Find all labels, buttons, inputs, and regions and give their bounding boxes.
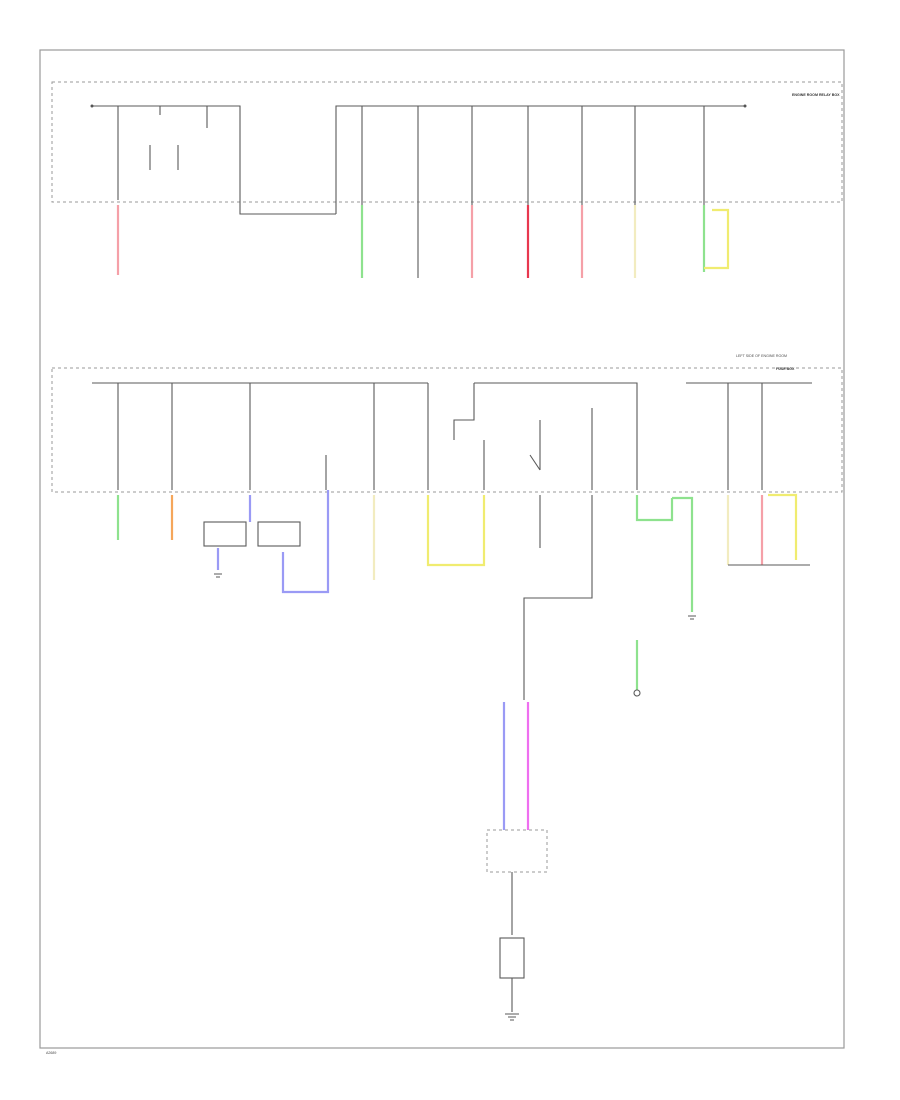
wire-blue	[281, 490, 330, 594]
page-code: A2689	[46, 1051, 56, 1055]
junction-dot	[90, 104, 94, 108]
ground-symbol	[505, 1013, 519, 1021]
relay-coil	[453, 383, 485, 490]
ground-symbol	[214, 573, 222, 578]
connector-block	[203, 521, 247, 547]
top-left-bus	[92, 105, 336, 215]
wire-yellow	[768, 493, 798, 560]
ground-symbol	[688, 615, 696, 620]
lower-fuse-box	[51, 367, 843, 493]
wire-yellow	[704, 208, 730, 270]
connector-block	[257, 521, 301, 547]
top-box-label: ENGINE ROOM RELAY BOX	[792, 93, 840, 97]
top-fuse-box	[51, 81, 843, 203]
wire-yellow	[426, 495, 486, 567]
top-right-bus	[335, 105, 745, 214]
connector-block	[486, 829, 548, 873]
page-frame	[39, 49, 845, 1049]
wire-black	[523, 495, 593, 640]
relay-switch	[529, 420, 541, 471]
relay-contact	[149, 145, 179, 170]
left-side-engine-room-label: LEFT SIDE OF ENGINE ROOM	[736, 354, 787, 358]
wire-green	[635, 495, 694, 612]
component-box	[499, 937, 525, 979]
connector-terminal	[633, 689, 641, 697]
lower-box-label: FUSE BOX	[776, 367, 795, 371]
wire-blue	[216, 495, 252, 570]
lower-bus-mid	[474, 382, 638, 490]
junction-dot	[743, 104, 747, 108]
